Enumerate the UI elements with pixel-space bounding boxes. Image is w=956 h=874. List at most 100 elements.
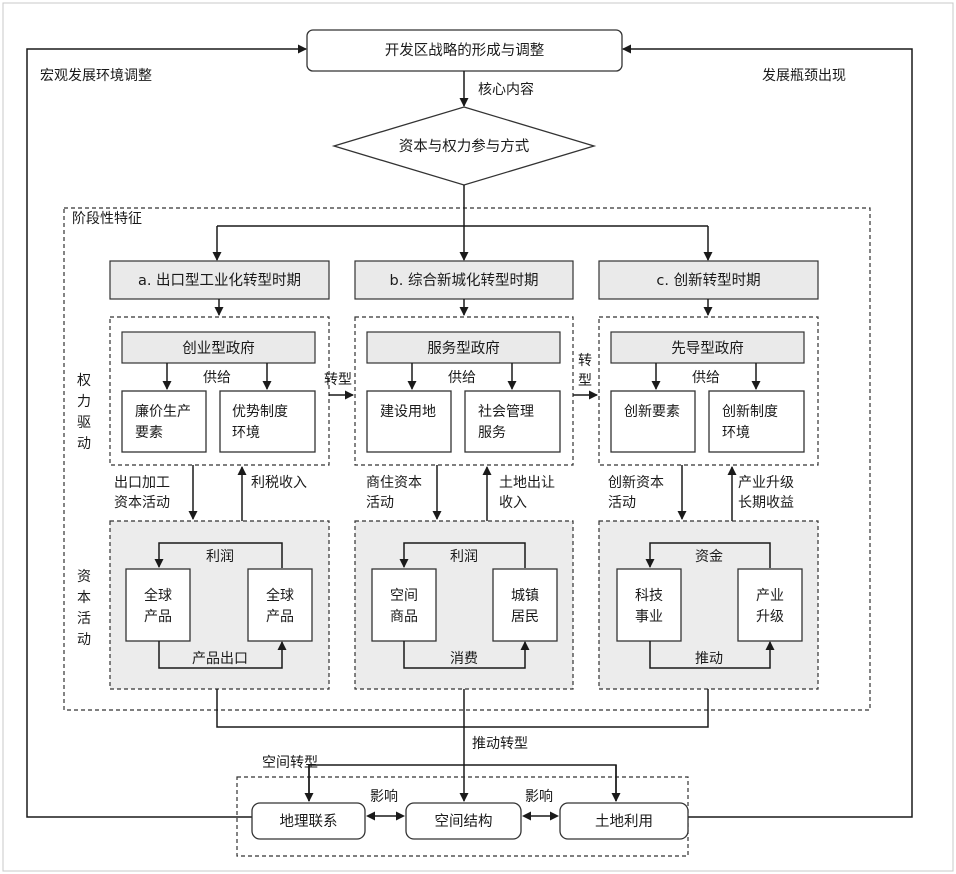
geo-link-text: 地理联系 <box>280 813 338 830</box>
influence-left-arrow-head-r <box>396 811 405 821</box>
period-b-title: b. 综合新城化转型时期 <box>390 272 539 289</box>
svg-text:型: 型 <box>578 373 592 389</box>
transition-label-ab: 转型 <box>324 372 352 388</box>
svg-text:全球: 全球 <box>266 587 294 604</box>
period-c-bottom-flow: 推动 <box>695 651 723 667</box>
svg-text:廉价生产: 廉价生产 <box>135 403 191 420</box>
period-a-government: 创业型政府 <box>182 340 255 357</box>
power-driven-label: 权 力 驱 动 <box>77 373 91 452</box>
right-feedback-line <box>622 44 913 818</box>
spatial-structure-text: 空间结构 <box>435 813 493 830</box>
period-b-down-label: 商住资本 <box>366 475 422 491</box>
svg-text:科技: 科技 <box>635 588 663 604</box>
period-b-supply: 供给 <box>448 370 476 386</box>
left-feedback-line <box>26 44 307 818</box>
svg-text:产品: 产品 <box>144 609 172 625</box>
influence-left-arrow-head-l <box>366 811 375 821</box>
macro-env-label: 宏观发展环境调整 <box>40 68 152 84</box>
diamond-text: 资本与权力参与方式 <box>399 138 530 155</box>
svg-text:本: 本 <box>77 590 91 606</box>
svg-text:升级: 升级 <box>756 609 784 625</box>
period-c: c. 创新转型时期 先导型政府 供给 创新要素 创新制度 环境 创新资本 活动 … <box>598 260 819 690</box>
capital-activity-label: 资 本 活 动 <box>77 569 91 648</box>
period-c-government: 先导型政府 <box>671 340 744 357</box>
period-c-power-frame <box>598 316 819 466</box>
land-use-box <box>559 802 689 840</box>
period-a-power-frame <box>109 316 330 466</box>
svg-text:社会管理: 社会管理 <box>478 404 534 420</box>
transition-label-bc: 转 <box>578 353 592 369</box>
period-a-box-left <box>121 390 207 453</box>
svg-text:驱: 驱 <box>77 415 91 431</box>
period-b-government: 服务型政府 <box>427 340 500 357</box>
stage-features-frame <box>63 207 871 711</box>
svg-text:环境: 环境 <box>722 425 750 441</box>
period-b-title-box <box>354 260 574 300</box>
period-b-cap-right <box>492 568 558 642</box>
period-c-box-left <box>610 390 696 453</box>
space-transform-label: 空间转型 <box>262 755 318 771</box>
period-a-up-label: 利税收入 <box>251 475 307 491</box>
svg-text:服务: 服务 <box>478 425 506 441</box>
land-use-text: 土地利用 <box>595 813 653 830</box>
period-b-power-frame <box>354 316 574 466</box>
geo-link-box <box>251 802 366 840</box>
period-c-box-right <box>708 390 805 453</box>
influence-right-label: 影响 <box>525 789 553 805</box>
period-a-cap-right <box>247 568 313 642</box>
svg-text:全球: 全球 <box>144 587 172 604</box>
period-a-government-box <box>121 331 316 364</box>
influence-right-arrow-head-l <box>522 811 531 821</box>
period-a-top-flow: 利润 <box>206 549 234 565</box>
period-a-cap-left <box>125 568 191 642</box>
svg-text:环境: 环境 <box>232 425 260 441</box>
svg-text:商品: 商品 <box>390 609 418 625</box>
influence-right-arrow-head-r <box>550 811 559 821</box>
period-b-bottom-flow: 消费 <box>450 651 478 667</box>
period-b-top-flow: 利润 <box>450 549 478 565</box>
svg-text:活: 活 <box>77 611 91 627</box>
spatial-structure-box <box>405 802 522 840</box>
svg-text:收入: 收入 <box>499 495 527 511</box>
period-a: a. 出口型工业化转型时期 创业型政府 供给 廉价生产 要素 优势制度 环境 出… <box>109 260 330 690</box>
core-label: 核心内容 <box>478 81 534 98</box>
svg-text:权: 权 <box>77 373 91 389</box>
period-c-down-label: 创新资本 <box>608 475 664 491</box>
svg-text:长期收益: 长期收益 <box>738 495 794 511</box>
period-a-box-right <box>219 390 316 453</box>
period-a-title: a. 出口型工业化转型时期 <box>138 272 301 289</box>
merge-line <box>216 689 709 728</box>
svg-text:力: 力 <box>77 394 91 410</box>
period-b-box-right <box>464 390 561 453</box>
period-c-government-box <box>610 331 805 364</box>
stage-label: 阶段性特征 <box>72 211 142 227</box>
svg-text:活动: 活动 <box>608 495 636 511</box>
bottleneck-label: 发展瓶颈出现 <box>762 68 846 84</box>
svg-text:建设用地: 建设用地 <box>380 404 436 420</box>
strategy-title: 开发区战略的形成与调整 <box>385 42 545 59</box>
svg-text:资: 资 <box>77 569 91 585</box>
svg-text:创新要素: 创新要素 <box>624 404 680 420</box>
space-top-line <box>308 764 617 801</box>
svg-text:动: 动 <box>77 632 91 648</box>
period-c-cap-left <box>616 568 682 642</box>
period-b: b. 综合新城化转型时期 服务型政府 供给 建设用地 社会管理 服务 商住资本 … <box>354 260 574 690</box>
period-c-top-flow: 资金 <box>695 549 723 565</box>
period-c-supply: 供给 <box>692 370 720 386</box>
svg-text:产业: 产业 <box>756 588 784 604</box>
period-c-title-box <box>598 260 819 300</box>
period-a-supply: 供给 <box>203 370 231 386</box>
svg-text:空间: 空间 <box>390 588 418 604</box>
period-b-cap-left <box>371 568 437 642</box>
svg-text:居民: 居民 <box>511 609 539 625</box>
svg-text:创新制度: 创新制度 <box>722 404 778 420</box>
svg-text:资本活动: 资本活动 <box>114 495 170 511</box>
push-label: 推动转型 <box>472 736 528 752</box>
period-b-box-left <box>366 390 452 453</box>
period-a-bottom-flow: 产品出口 <box>192 651 248 667</box>
svg-text:活动: 活动 <box>366 495 394 511</box>
svg-text:城镇: 城镇 <box>511 588 539 604</box>
